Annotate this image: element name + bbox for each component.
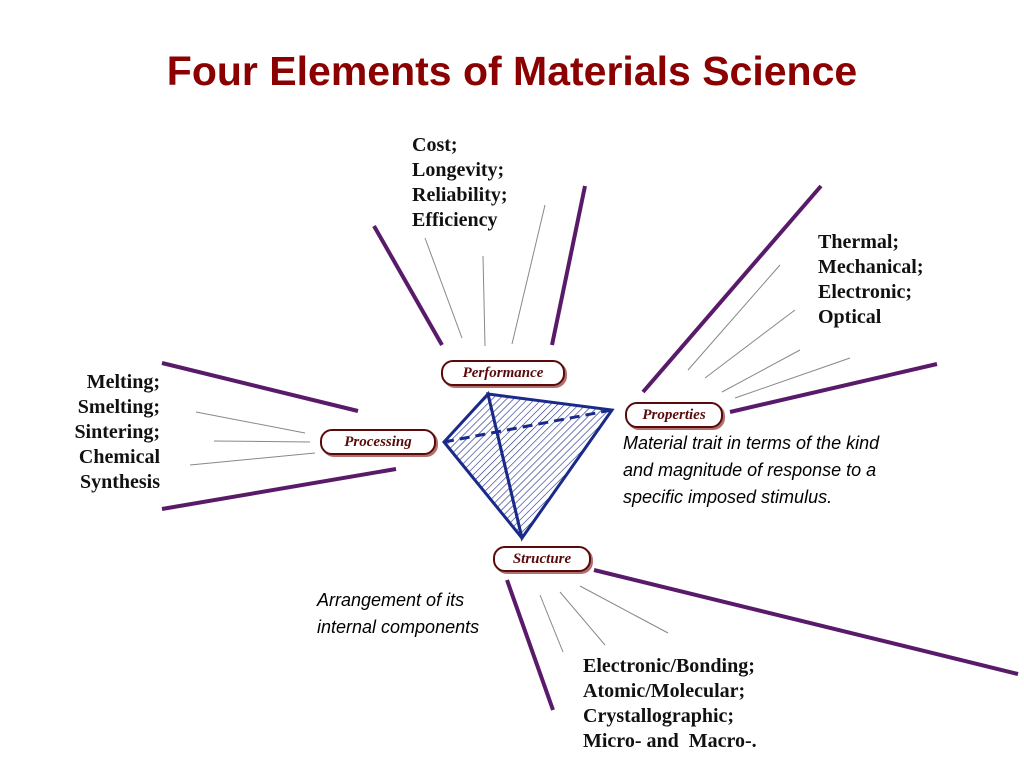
performance-item: Reliability;	[412, 184, 508, 206]
processing-item: Synthesis	[79, 471, 160, 493]
performance-item: Efficiency	[412, 209, 498, 231]
properties-note-line: Material trait in terms of the kind	[623, 433, 880, 453]
tetrahedron	[442, 390, 615, 542]
structure-item: Atomic/Molecular;	[583, 680, 746, 702]
structure-item: Micro- and Macro-.	[583, 730, 757, 752]
processing-rays	[161, 361, 397, 511]
properties-item: Optical	[818, 306, 882, 328]
processing-item: Melting;	[86, 371, 160, 393]
structure-item: Crystallographic;	[583, 705, 735, 727]
slide-title: Four Elements of Materials Science	[166, 48, 858, 94]
properties-note-line: specific imposed stimulus.	[623, 487, 833, 507]
structure-note-line: internal components	[317, 617, 480, 637]
node-performance: Performance	[441, 360, 565, 386]
processing-item: Chemical	[78, 446, 160, 468]
node-properties: Properties	[625, 402, 723, 428]
performance-item: Longevity;	[412, 159, 505, 181]
structure-list: Electronic/Bonding; Atomic/Molecular; Cr…	[583, 654, 757, 754]
properties-note: Material trait in terms of the kind and …	[623, 430, 879, 511]
structure-rays	[505, 568, 1019, 711]
properties-rays	[641, 184, 938, 414]
performance-list: Cost; Longevity; Reliability; Efficiency	[412, 133, 508, 233]
performance-rays	[372, 185, 587, 347]
properties-note-line: and magnitude of response to a	[623, 460, 877, 480]
properties-item: Mechanical;	[818, 256, 924, 278]
processing-item: Smelting;	[77, 396, 160, 418]
structure-note: Arrangement of its internal components	[317, 587, 479, 641]
node-structure: Structure	[493, 546, 591, 572]
node-processing: Processing	[320, 429, 436, 455]
processing-list: Melting; Smelting; Sintering; Chemical S…	[40, 370, 160, 495]
structure-note-line: Arrangement of its	[317, 590, 465, 610]
properties-list: Thermal; Mechanical; Electronic; Optical	[818, 230, 924, 330]
properties-item: Electronic;	[818, 281, 913, 303]
structure-item: Electronic/Bonding;	[583, 655, 755, 677]
processing-item: Sintering;	[74, 421, 160, 443]
properties-item: Thermal;	[818, 231, 900, 253]
performance-item: Cost;	[412, 134, 458, 156]
